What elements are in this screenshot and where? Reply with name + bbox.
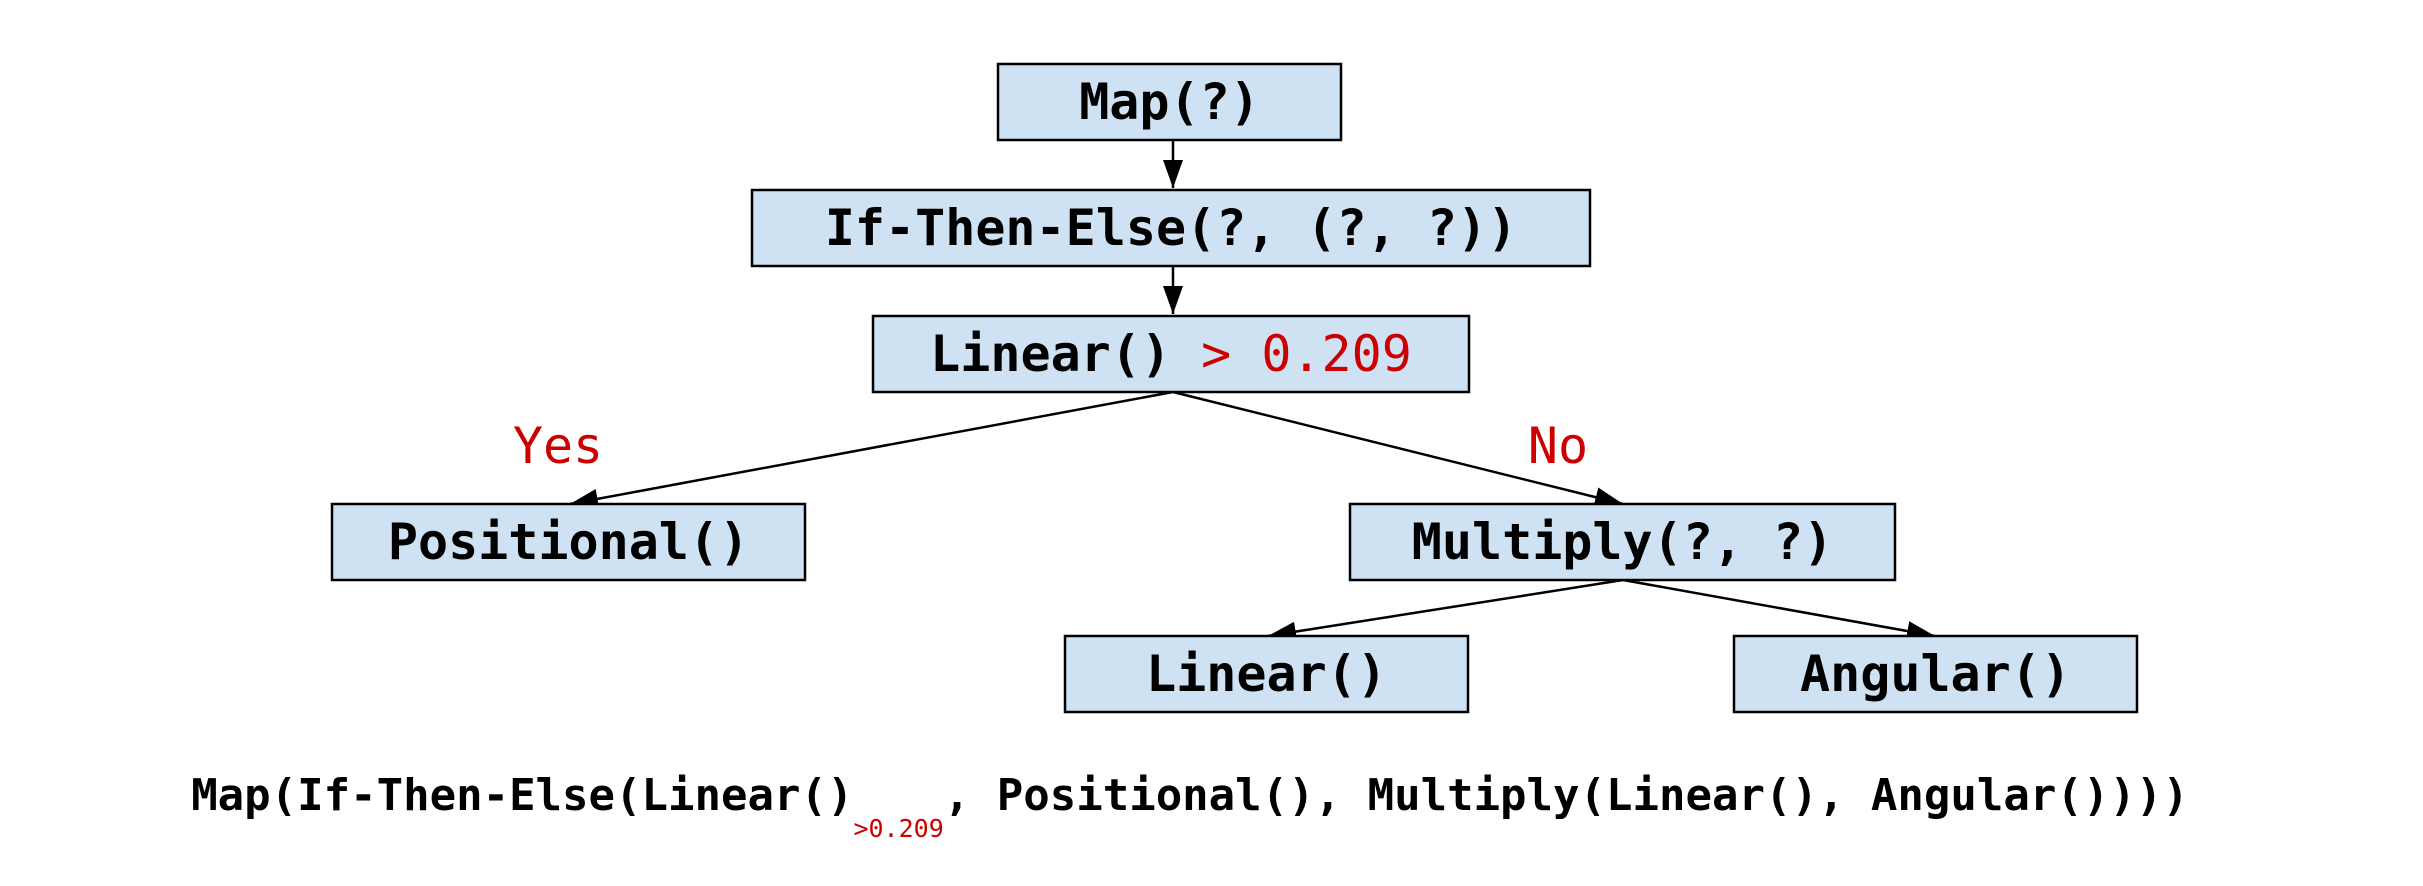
node-if-then-else: If-Then-Else(?, (?, ?)) [750, 188, 1592, 268]
program-expression-prefix: Map(If-Then-Else(Linear() [191, 770, 853, 821]
program-expression: Map(If-Then-Else(Linear()>0.209, Positio… [191, 770, 2189, 843]
program-expression-suffix: , Positional(), Multiply(Linear(), Angul… [944, 770, 2189, 821]
edge-condition-to-positional [569, 390, 1174, 509]
branch-no-label: No [1528, 417, 1588, 475]
node-linear: Linear() [1063, 634, 1470, 714]
program-expression-subscript: >0.209 [853, 814, 943, 843]
node-positional-label: Positional() [388, 513, 749, 571]
edge-multiply-to-linear [1267, 578, 1624, 642]
node-condition: Linear() > 0.209 [871, 314, 1471, 394]
node-linear-label: Linear() [1146, 645, 1387, 703]
node-map-label: Map(?) [1079, 73, 1260, 131]
node-multiply-label: Multiply(?, ?) [1412, 513, 1833, 571]
node-multiply: Multiply(?, ?) [1348, 502, 1897, 582]
edge-multiply-to-angular [1622, 578, 1936, 641]
node-if-then-else-label: If-Then-Else(?, (?, ?)) [825, 199, 1517, 257]
node-map: Map(?) [996, 62, 1343, 142]
branch-yes-label: Yes [513, 417, 603, 475]
node-condition-threshold: > 0.209 [1201, 325, 1412, 383]
node-condition-label: Linear() [930, 325, 1171, 383]
node-positional: Positional() [330, 502, 807, 582]
node-condition-text: Linear() > 0.209 [930, 325, 1412, 383]
node-angular-label: Angular() [1800, 645, 2071, 703]
node-angular: Angular() [1732, 634, 2139, 714]
edge-condition-to-multiply [1172, 390, 1624, 507]
